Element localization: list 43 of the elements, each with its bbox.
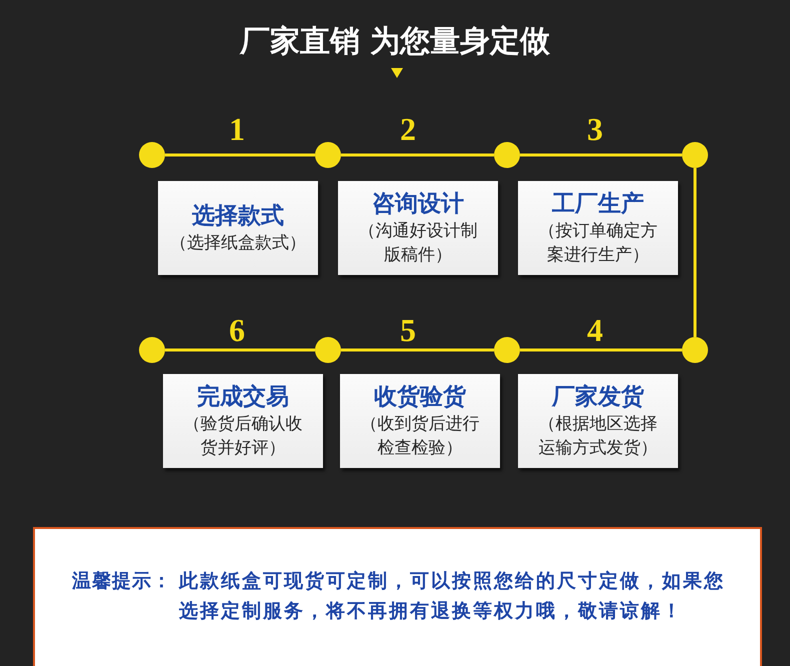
step-dot	[139, 142, 165, 168]
step-number: 5	[400, 313, 416, 347]
step-title: 收货验货	[374, 383, 466, 412]
notice-text: 此款纸盒可现货可定制，可以按照您给的尺寸定做，如果您选择定制服务，将不再拥有退换等权力哦，敬请谅解！	[179, 569, 726, 624]
step-number: 3	[587, 112, 603, 146]
step-number: 2	[400, 112, 416, 146]
step-card	[338, 181, 498, 275]
step-card	[340, 374, 500, 468]
step-dot	[682, 142, 708, 168]
step-card	[518, 374, 678, 468]
step-dot	[494, 142, 520, 168]
step-title: 选择款式	[192, 202, 284, 231]
step-description: （根据地区选择运输方式发货）	[538, 413, 658, 460]
step-number: 1	[229, 112, 245, 146]
step-number: 4	[587, 313, 603, 347]
step-number: 6	[229, 313, 245, 347]
step-description: （按订单确定方案进行生产）	[538, 220, 658, 267]
notice-heading: 温馨提示：	[72, 569, 172, 594]
step-description: （沟通好设计制版稿件）	[358, 220, 478, 267]
connector-line	[520, 154, 682, 156]
connector-line	[341, 348, 494, 352]
step-card	[158, 181, 318, 275]
connector-line	[520, 348, 682, 352]
connector-line	[165, 154, 315, 156]
step-description: （验货后确认收货并好评）	[182, 413, 304, 460]
step-dot	[494, 337, 520, 363]
step-card	[163, 374, 323, 468]
notice-panel	[33, 527, 762, 666]
step-title: 完成交易	[197, 383, 289, 412]
step-dot	[139, 337, 165, 363]
step-description: （收到货后进行检查检验）	[360, 413, 480, 460]
step-dot	[315, 142, 341, 168]
connector-line	[694, 168, 696, 337]
step-title: 工厂生产	[552, 190, 644, 219]
step-card	[518, 181, 678, 275]
step-title: 咨询设计	[372, 190, 464, 219]
step-dot	[315, 337, 341, 363]
title: 厂家直销 为您量身定做	[240, 23, 550, 61]
step-description: （选择纸盒款式）	[169, 232, 307, 255]
connector-line	[165, 348, 315, 352]
connector-line	[341, 154, 494, 156]
step-dot	[682, 337, 708, 363]
step-title: 厂家发货	[552, 383, 644, 412]
